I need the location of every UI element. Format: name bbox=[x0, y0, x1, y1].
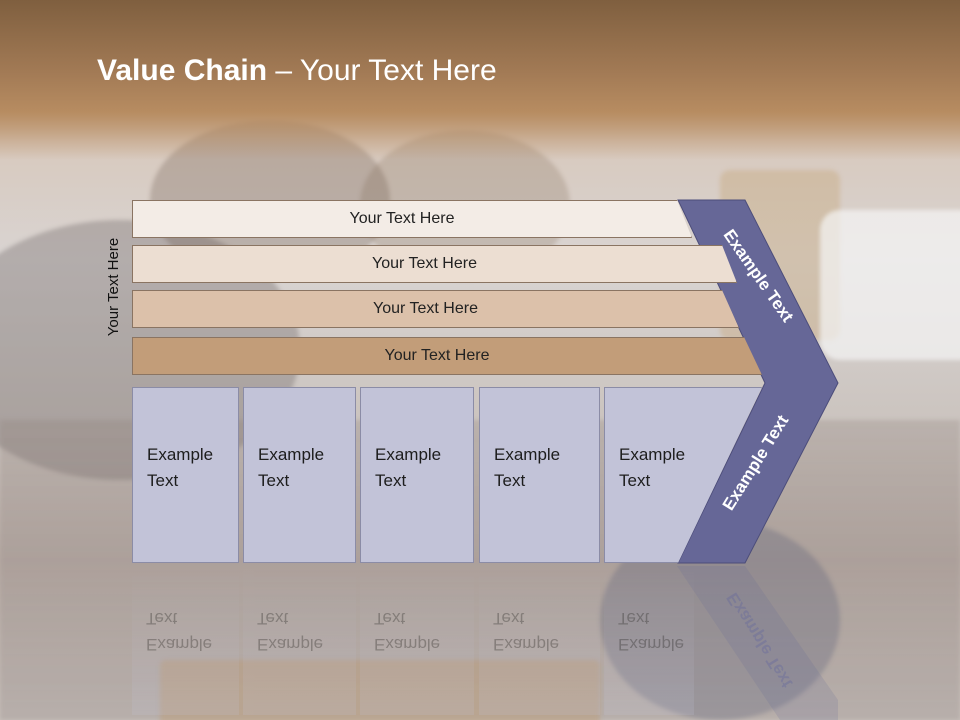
value-band-4[interactable]: Your Text Here bbox=[132, 337, 762, 375]
box-line-2: Text bbox=[374, 609, 406, 628]
box-line-2: Text bbox=[618, 609, 650, 628]
band-label: Your Text Here bbox=[373, 300, 478, 317]
box-line-1: Example bbox=[258, 445, 325, 464]
chevron-reflection bbox=[677, 566, 838, 720]
value-band-3[interactable]: Your Text Here bbox=[132, 290, 739, 328]
slide-title[interactable]: Value Chain – Your Text Here bbox=[97, 54, 497, 88]
box-reflection: Example Text bbox=[243, 565, 356, 715]
background-shape bbox=[160, 660, 600, 720]
title-banner bbox=[0, 0, 960, 160]
band-label: Your Text Here bbox=[384, 347, 490, 364]
band-label: Your Text Here bbox=[372, 255, 477, 272]
title-rest-part: – Your Text Here bbox=[267, 54, 497, 87]
value-band-2[interactable]: Your Text Here bbox=[132, 245, 737, 283]
title-bold-part: Value Chain bbox=[97, 54, 268, 87]
box-line-2: Text bbox=[146, 609, 178, 628]
box-line-2: Text bbox=[257, 609, 289, 628]
box-line-1: Example bbox=[146, 635, 213, 654]
box-line-1: Example bbox=[374, 635, 441, 654]
box-line-2: Text bbox=[375, 471, 407, 490]
value-chain-chevron bbox=[677, 199, 839, 564]
box-reflection: Example Text bbox=[132, 565, 239, 715]
box-line-1: Example bbox=[618, 635, 685, 654]
box-line-1: Example bbox=[147, 445, 214, 464]
box-reflection: Example Text bbox=[479, 565, 600, 715]
band-label: Your Text Here bbox=[349, 210, 455, 227]
value-band-1[interactable]: Your Text Here bbox=[132, 200, 692, 238]
box-line-1: Example bbox=[493, 635, 560, 654]
box-line-2: Text bbox=[619, 471, 651, 490]
box-line-2: Text bbox=[494, 471, 526, 490]
box-line-1: Example bbox=[257, 635, 324, 654]
background-shape bbox=[820, 210, 960, 360]
box-reflection: Example Text bbox=[360, 565, 474, 715]
box-line-2: Text bbox=[493, 609, 525, 628]
box-reflection: Example Text bbox=[604, 565, 694, 715]
box-line-1: Example bbox=[619, 445, 686, 464]
box-line-2: Text bbox=[147, 471, 179, 490]
box-line-2: Text bbox=[258, 471, 290, 490]
box-line-1: Example bbox=[375, 445, 442, 464]
box-line-1: Example bbox=[494, 445, 561, 464]
